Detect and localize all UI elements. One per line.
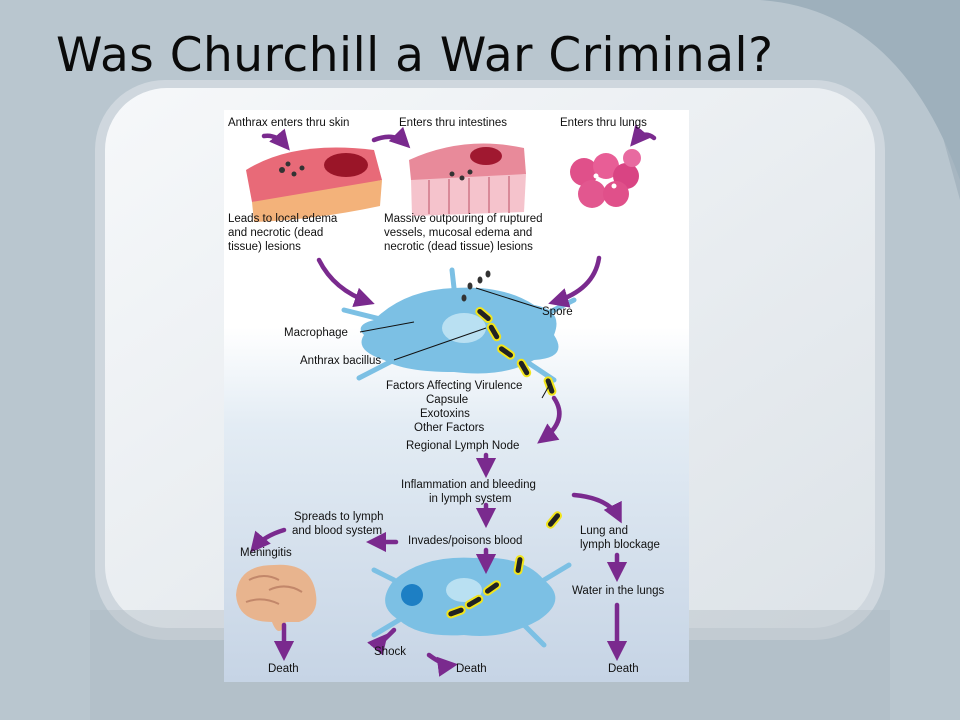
slide-title: Was Churchill a War Criminal? [56,28,774,83]
bacillus-label: Anthrax bacillus [300,355,381,367]
pathway-arrow [250,527,287,553]
lymph-node-label: Regional Lymph Node [406,440,519,452]
spores-group [461,270,491,302]
exotoxins-label: Exotoxins [420,408,470,420]
pathway-arrow [537,395,562,444]
anthrax-bacillus [545,511,563,529]
leader-lines [359,287,551,399]
anthrax-bacillus [496,344,516,360]
pathway-arrow [426,652,459,677]
spore [461,294,467,302]
virulence-label: Factors Affecting Virulence [386,380,522,392]
pathway-arrows [250,124,657,677]
lung-block-line2: lymph blockage [580,539,660,551]
death-label-shock: Death [456,663,487,675]
capsule-label: Capsule [426,394,468,406]
pathway-arrow [548,255,602,308]
shock-label: Shock [374,646,406,658]
spreads-line1: Spreads to lymph [294,511,384,523]
skin-effect-line3: tissue) lesions [228,241,301,253]
pathway-arrow [371,126,411,149]
lung-alveoli-illustration [570,149,641,208]
inflammation-line2: in lymph system [429,493,511,505]
entry-lungs-label: Enters thru lungs [560,117,647,129]
entry-skin-label: Anthrax enters thru skin [228,117,349,129]
anthrax-bacillus [446,605,466,619]
infected-blood-cell [371,557,572,648]
spore-label: Spore [542,306,573,318]
spore [477,276,483,284]
pathway-arrow [571,492,622,524]
inflammation-line1: Inflammation and bleeding [401,479,536,491]
anthrax-bacillus [464,594,484,610]
pathway-arrow [630,124,657,147]
anthrax-bacillus [516,358,532,378]
water-lungs-label: Water in the lungs [572,585,665,597]
anthrax-bacillus [513,555,525,575]
intestine-effect-line3: necrotic (dead tissue) lesions [384,241,533,253]
lung-block-line1: Lung and [580,525,628,537]
anthrax-bacillus [475,306,493,324]
spreads-line2: and blood system [292,525,382,537]
pathway-arrow [261,128,290,151]
death-label-brain: Death [268,663,299,675]
intestine-tissue-illustration [409,143,526,216]
anthrax-bacillus [543,376,557,396]
pathway-arrow [367,627,397,656]
spore [467,282,473,290]
pathway-arrow [316,257,375,307]
spore [485,270,491,278]
death-label-lungs: Death [608,663,639,675]
invades-label: Invades/poisons blood [408,535,522,547]
bacilli-group [446,306,563,619]
anthrax-bacillus [486,322,502,342]
entry-intestines-label: Enters thru intestines [399,117,507,129]
intestine-effect-line1: Massive outpouring of ruptured [384,213,543,225]
skin-effect-line1: Leads to local edema [228,213,338,225]
anthrax-pathway-diagram: Anthrax enters thru skin Enters thru int… [224,110,689,682]
skin-tissue-illustration [246,147,382,222]
skin-effect-line2: and necrotic (dead [228,227,323,239]
other-factors-label: Other Factors [414,422,485,434]
brain-illustration [236,564,317,631]
meningitis-label: Meningitis [240,547,292,559]
intestine-effect-line2: vessels, mucosal edema and [384,227,532,239]
diagram-labels: Anthrax enters thru skin Enters thru int… [228,117,665,675]
anthrax-bacillus [482,580,502,596]
macrophage-label: Macrophage [284,327,348,339]
